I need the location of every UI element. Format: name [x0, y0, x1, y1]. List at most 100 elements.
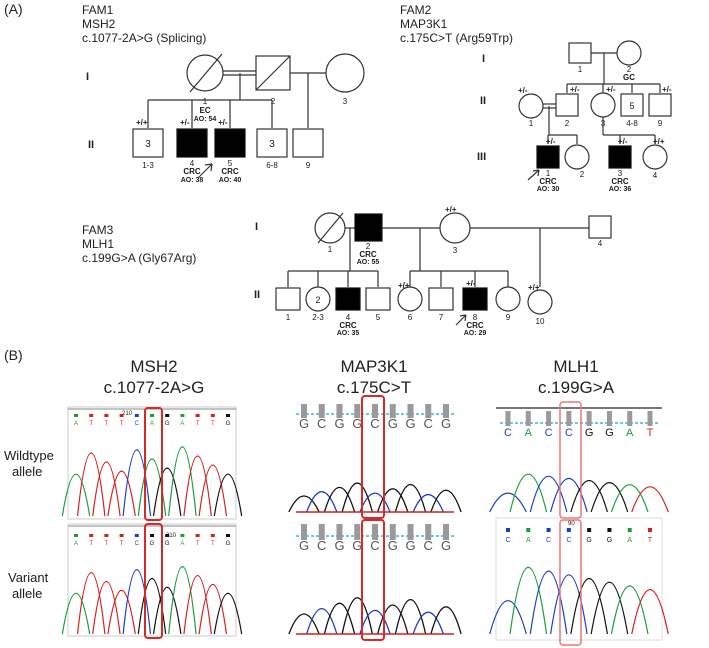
base-call: T — [196, 421, 200, 427]
fam1-II6-8-symbol — [256, 128, 288, 158]
base-call: G — [334, 538, 344, 553]
fam2-II2-id: 2 — [565, 119, 570, 128]
fam1-II6-range: 6-8 — [266, 161, 278, 170]
quality-bar — [505, 411, 511, 426]
fam1-generation-I: I — [86, 71, 89, 83]
base-marker — [180, 534, 185, 537]
quality-bar — [336, 524, 343, 540]
msh2-gene-header: MSH2 — [130, 357, 177, 376]
msh2-wt-position: 210 — [122, 411, 133, 417]
trace-peak — [377, 604, 409, 635]
base-call: C — [317, 538, 326, 553]
base-marker — [195, 414, 200, 417]
base-call: G — [299, 538, 309, 553]
base-marker — [506, 528, 510, 532]
trace-peak — [198, 464, 228, 517]
base-call: G — [405, 538, 415, 553]
fam2-III3-id: 3 — [618, 169, 623, 178]
base-marker — [566, 528, 571, 532]
quality-bar — [443, 404, 449, 418]
fam3-generation-I: I — [255, 221, 258, 233]
map3k1-wt-highlight-box — [361, 395, 385, 519]
fam2-II9-genotype: +/- — [662, 85, 672, 94]
base-marker — [134, 534, 139, 537]
fam3-II4-symbol — [335, 287, 361, 311]
fam2-pedigree: FAM2 MAP3K1 c.175C>T (Arg59Trp) I II III… — [400, 3, 672, 193]
base-call: C — [504, 427, 512, 439]
trace-peak — [288, 495, 320, 513]
mlh1-gene-header: MLH1 — [553, 357, 598, 376]
fam3-I4-symbol — [588, 215, 612, 239]
base-call: A — [627, 537, 632, 544]
base-call: C — [135, 541, 140, 547]
base-marker — [104, 414, 109, 417]
fam3-I2-dx: CRC — [359, 250, 377, 259]
base-call: G — [299, 416, 309, 431]
panel-a-label: (A) — [4, 1, 23, 17]
trace-peak — [76, 571, 106, 635]
base-call: G — [352, 538, 362, 553]
base-marker — [210, 414, 215, 417]
fam3-proband-arrow — [455, 314, 467, 326]
base-marker — [134, 414, 139, 417]
fam2-II9-symbol — [648, 93, 672, 117]
trace-peak — [631, 486, 669, 513]
trace-peak — [590, 581, 629, 635]
base-marker — [526, 528, 531, 532]
fam1-II6-count: 3 — [269, 139, 275, 150]
base-call: T — [211, 541, 215, 547]
base-call: C — [370, 416, 379, 431]
base-call: C — [545, 427, 553, 439]
mlh1-var-highlight-box — [559, 519, 582, 646]
fam2-III1-ao: AO: 30 — [537, 186, 560, 193]
base-marker — [119, 414, 124, 417]
fam3-II6-id: 6 — [408, 313, 413, 322]
base-call: T — [648, 537, 653, 544]
trace-peak — [213, 593, 243, 635]
trace-peak — [550, 478, 588, 513]
base-call: C — [546, 537, 551, 544]
base-call: G — [388, 416, 398, 431]
fam3-II7-symbol — [428, 287, 454, 311]
base-call: T — [89, 421, 93, 427]
fam2-II1-genotype: +/- — [518, 86, 528, 95]
fam3-II8-genotype: +/- — [466, 279, 476, 288]
fam3-II2-range: 2-3 — [312, 313, 324, 322]
fam1-I1-dx: EC — [199, 106, 210, 115]
base-marker — [180, 414, 185, 417]
fam2-proband-arrow — [527, 169, 540, 181]
fam2-III3-dx: CRC — [611, 177, 629, 186]
fam3-II4-ao: AO: 35 — [337, 330, 360, 337]
base-marker — [150, 534, 154, 537]
trace-peak — [288, 613, 320, 635]
fam1-II4-dx: CRC — [183, 167, 201, 176]
fam1-II1-3-symbol — [132, 128, 164, 158]
base-call: T — [211, 421, 215, 427]
mlh1-variant-header: c.199G>A — [538, 378, 615, 397]
quality-bar — [546, 411, 552, 426]
fam3-I3-symbol — [439, 212, 471, 244]
base-call: G — [607, 537, 612, 544]
trace-peak — [489, 600, 527, 635]
base-call: A — [526, 537, 531, 544]
fam1-II5-symbol — [214, 128, 246, 158]
quality-bar — [354, 524, 361, 540]
trace-peak — [610, 585, 649, 635]
msh2-wt-highlight-box — [144, 407, 163, 521]
fam3-II10-genotype: +/+ — [528, 283, 540, 292]
fam2-II1-symbol — [518, 93, 544, 119]
base-marker — [587, 528, 592, 532]
fam3-I3-genotype: +/+ — [445, 205, 457, 214]
quality-bar — [525, 411, 531, 426]
trace-peak — [509, 566, 548, 635]
base-call: G — [405, 416, 415, 431]
map3k1-gene-header: MAP3K1 — [340, 357, 407, 376]
fam2-gene: MAP3K1 — [400, 17, 448, 31]
fam2-III3-genotype: +/- — [618, 137, 628, 146]
base-call: A — [74, 541, 78, 547]
fam1-II5-ao: AO: 40 — [219, 177, 242, 184]
fam3-II2-3-symbol — [305, 286, 331, 312]
